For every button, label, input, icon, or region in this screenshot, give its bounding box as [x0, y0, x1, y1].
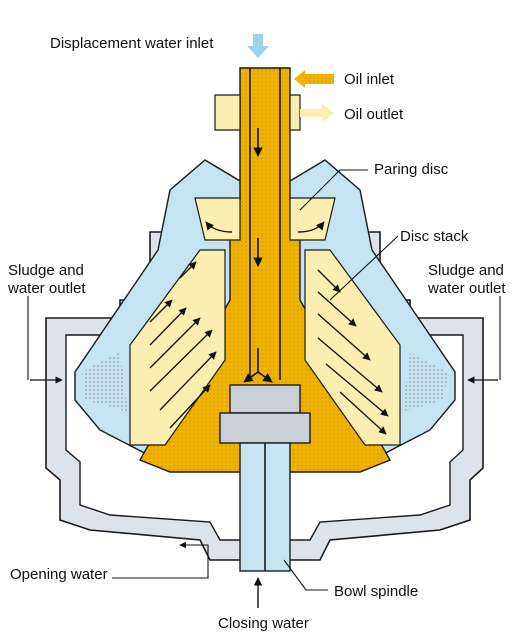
- paring-arrows: [205, 221, 325, 233]
- label-disc-stack: Disc stack: [400, 228, 469, 245]
- inlet-pipe: [249, 68, 281, 380]
- outlet-pipe-top-right: [289, 94, 301, 131]
- disc-stack-right: [304, 249, 401, 446]
- label-opening-water: Opening water: [10, 566, 108, 583]
- distributor-nut: [229, 384, 301, 414]
- label-sludge-left-1: Sludge and: [8, 262, 84, 279]
- sludge-pocket-left: [82, 352, 128, 412]
- leader-paring-disc: [299, 169, 368, 211]
- disc-stack-left: [129, 249, 226, 446]
- spindle-head: [219, 412, 311, 444]
- disc-arrows-right: [317, 269, 389, 435]
- arrow-down-icon: [247, 34, 269, 58]
- label-oil-outlet: Oil outlet: [344, 106, 404, 123]
- arrow-right-icon: [300, 104, 334, 122]
- disc-arrows-left: [149, 261, 217, 429]
- label-paring-disc: Paring disc: [374, 161, 449, 178]
- label-oil-inlet: Oil inlet: [344, 71, 395, 88]
- leader-disc-stack: [329, 235, 399, 301]
- dotted-arrow-left-icon: [294, 70, 334, 88]
- label-sludge-right-1: Sludge and: [428, 262, 504, 279]
- central-flow-arrows: [243, 128, 273, 383]
- label-sludge-left-2: water outlet: [7, 280, 86, 297]
- sludge-pocket-right: [402, 352, 448, 412]
- outlet-pipe-top: [214, 94, 241, 131]
- label-sludge-right-2: water outlet: [427, 280, 506, 297]
- label-displacement-water-inlet: Displacement water inlet: [50, 35, 214, 52]
- label-bowl-spindle: Bowl spindle: [334, 583, 418, 600]
- label-closing-water: Closing water: [218, 615, 309, 632]
- leader-opening-water: [112, 541, 209, 579]
- leader-bowl-spindle: [283, 559, 328, 591]
